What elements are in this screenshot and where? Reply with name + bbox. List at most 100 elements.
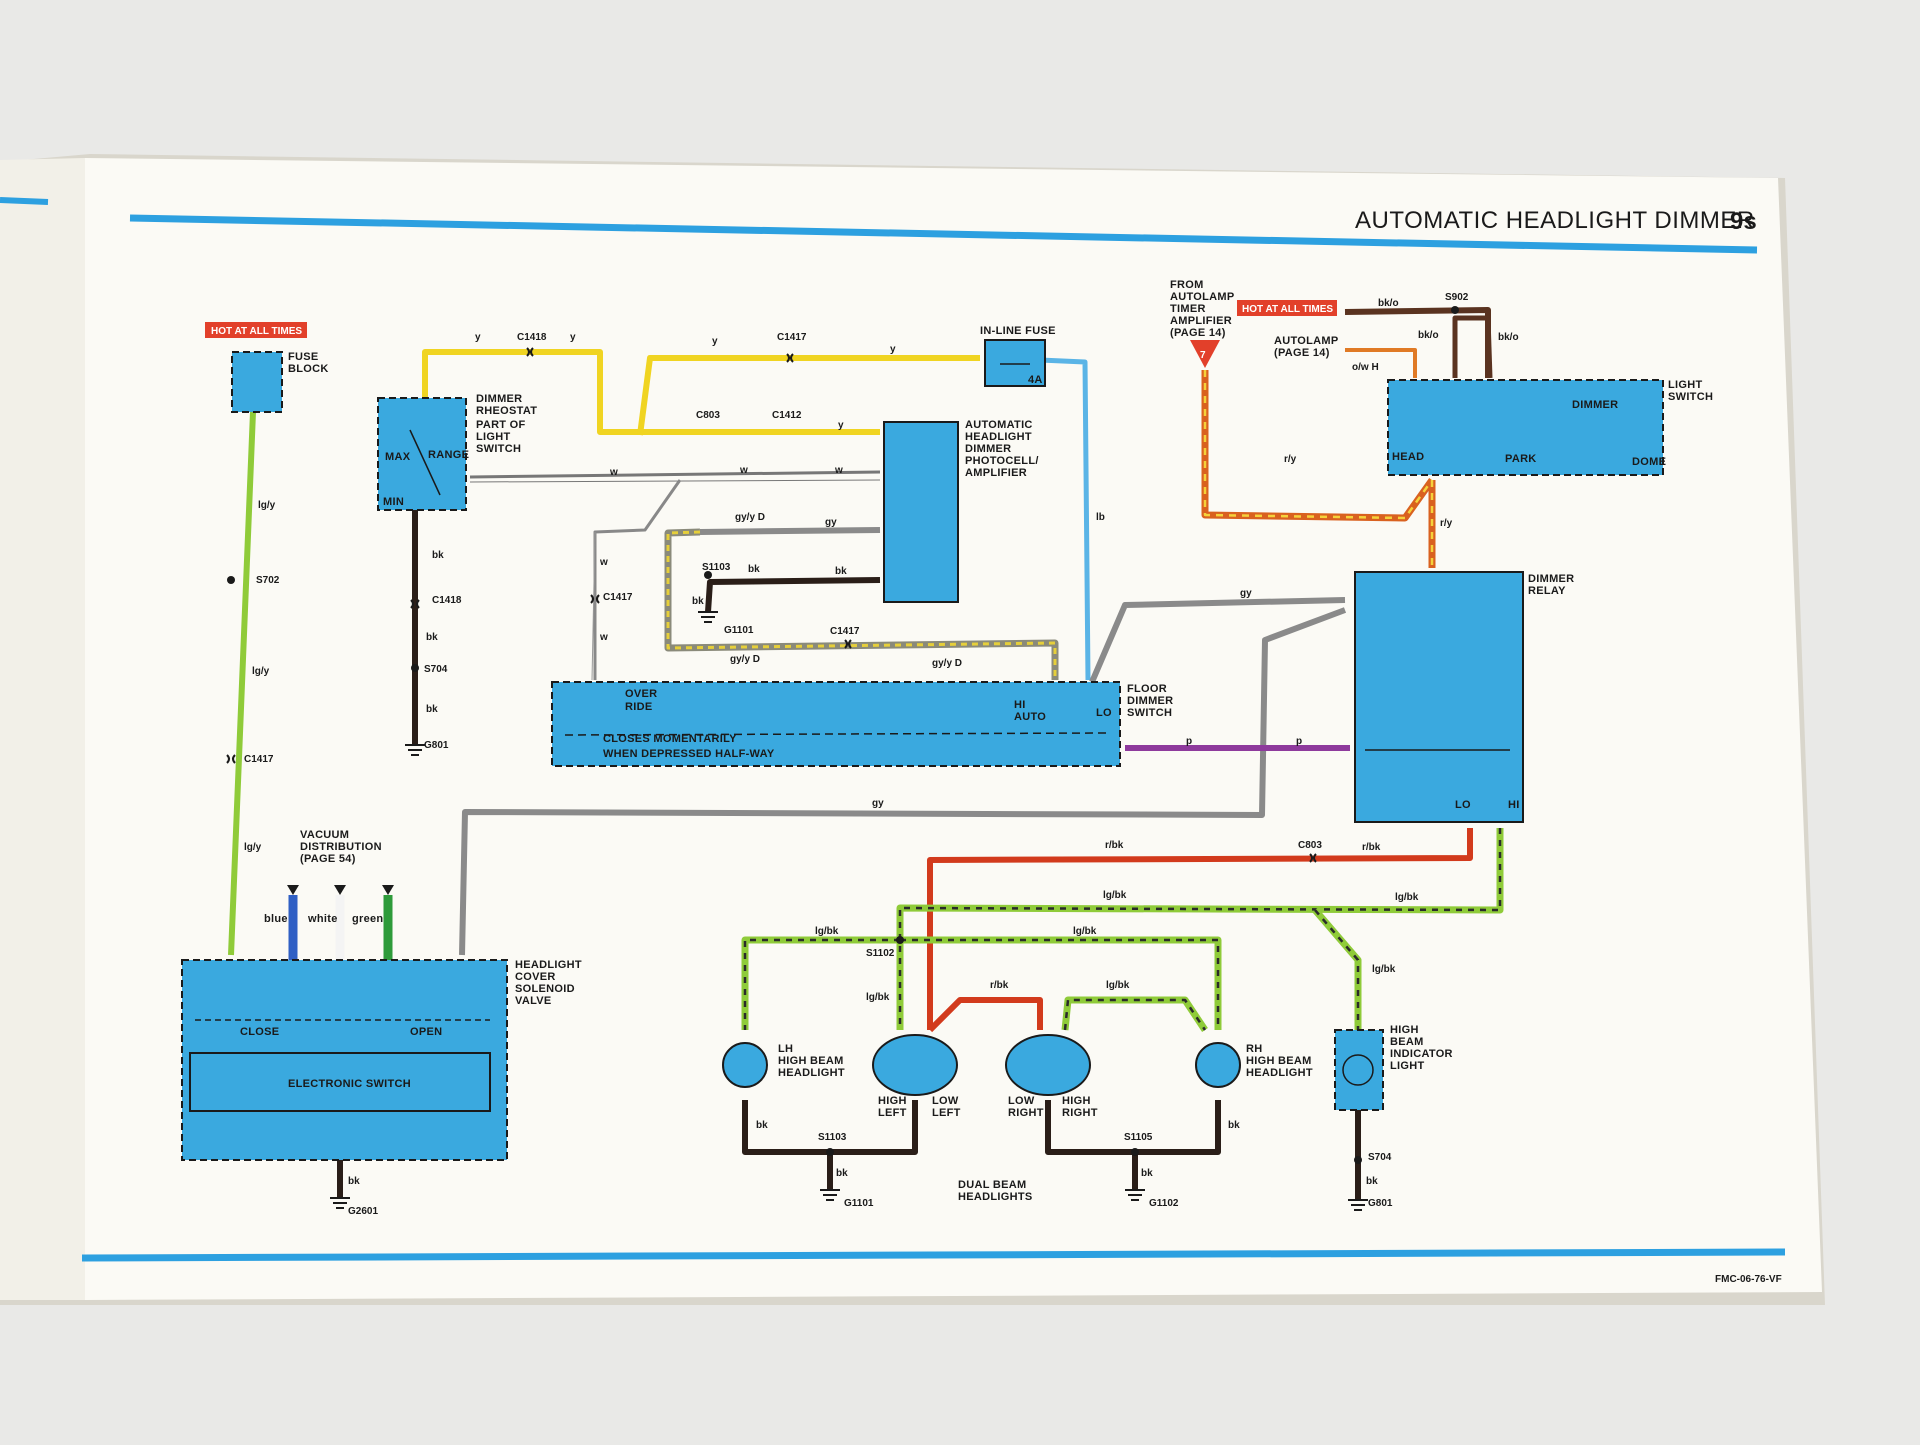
label-high-left-2: LEFT	[878, 1107, 907, 1119]
label-low-left-1: LOW	[932, 1095, 959, 1107]
label-vacuum-3: (PAGE 54)	[300, 853, 356, 865]
label-from-4: AMPLIFIER	[1170, 315, 1232, 327]
wire-r-bk	[927, 828, 1473, 1030]
id-g2601: G2601	[348, 1206, 378, 1217]
ground-g1101-amp	[698, 611, 718, 623]
wire-bk-amp	[705, 577, 881, 613]
label-valve-4: VALVE	[515, 995, 552, 1007]
code-r-bk-2: r/bk	[1362, 842, 1381, 853]
label-vacuum-2: DISTRIBUTION	[300, 841, 382, 853]
label-rheostat-3: PART OF	[476, 419, 526, 431]
code-r-bk-1: r/bk	[1105, 840, 1124, 851]
code-y-1: y	[475, 332, 481, 343]
label-low-right-1: LOW	[1008, 1095, 1035, 1107]
label-light-switch-2: SWITCH	[1668, 391, 1713, 403]
splice-s704	[411, 664, 419, 672]
label-indicator-3: INDICATOR	[1390, 1048, 1453, 1060]
label-amp-5: AMPLIFIER	[965, 467, 1027, 479]
code-r-bk-3: r/bk	[990, 980, 1009, 991]
code-bk-6: bk	[426, 704, 438, 715]
vacuum-arrow-blue	[287, 885, 299, 895]
label-fuse-block-1: FUSE	[288, 351, 319, 363]
label-valve-3: SOLENOID	[515, 983, 575, 995]
code-lg-bk-2: lg/bk	[1395, 892, 1419, 903]
code-lg-bk-4: lg/bk	[1073, 926, 1097, 937]
page-number: 9s	[1730, 208, 1757, 235]
label-hi: HI	[1014, 699, 1026, 711]
label-lh-2: HIGH BEAM	[778, 1055, 844, 1067]
code-w-2: w	[739, 465, 748, 476]
wire-lb	[1039, 357, 1091, 681]
label-amp-2: HEADLIGHT	[965, 431, 1032, 443]
wire-gy-valve	[459, 607, 1347, 956]
id-c1418-bk: C1418	[432, 595, 462, 606]
ground-g801-ind	[1348, 1199, 1368, 1211]
code-gy-y-1: gy/y D	[735, 512, 765, 523]
label-lh-1: LH	[778, 1043, 793, 1055]
code-lg-bk-3: lg/bk	[815, 926, 839, 937]
label-in-line-fuse: IN-LINE FUSE	[980, 325, 1056, 337]
label-head: HEAD	[1392, 451, 1424, 463]
wire-yellow-rheostat	[422, 349, 880, 435]
label-floor-2: DIMMER	[1127, 695, 1173, 707]
code-bk-rh: bk	[1228, 1120, 1240, 1131]
label-override-1: OVER	[625, 688, 657, 700]
label-auto: AUTO	[1014, 711, 1046, 723]
label-fuse-rating: 4A	[1028, 374, 1043, 386]
label-rheostat-5: SWITCH	[476, 443, 521, 455]
splice-s1103	[704, 571, 712, 579]
connector-c1418-bk	[410, 599, 420, 609]
code-bk-2: bk	[835, 566, 847, 577]
code-lg-bk-5: lg/bk	[1106, 980, 1130, 991]
code-lg-y-1: lg/y	[258, 500, 276, 511]
circuit-ids: C1418 C1417 C803 C1412 C1418 C1417 C1417…	[244, 292, 1469, 1217]
code-gy-3: gy	[872, 798, 884, 809]
connector-c1417-top	[786, 353, 794, 363]
hot-tag-switch-text: HOT AT ALL TIMES	[1242, 304, 1333, 315]
code-bk-o-1: bk/o	[1378, 298, 1399, 309]
dimmer-rheostat	[377, 397, 467, 511]
splice-s702	[227, 576, 235, 584]
wire-lg-bk-ind-tracer	[1314, 909, 1360, 1030]
wire-codes: y y y y y w w w w w gy/y D gy gy/y D gy/…	[244, 298, 1519, 1187]
label-rheostat-max: MAX	[385, 451, 411, 463]
photocell-amplifier	[883, 421, 959, 603]
code-lg-bk-6: lg/bk	[866, 992, 890, 1003]
ground-g1102	[1125, 1189, 1145, 1201]
wire-lg-bk-mid-tracer	[1063, 998, 1207, 1031]
connector-c1418-top	[526, 347, 534, 357]
wire-lg-bk-main-tracer	[898, 828, 1502, 1030]
id-g1101: G1101	[844, 1198, 874, 1209]
connectors	[226, 347, 1317, 863]
code-bk-1: bk	[748, 564, 760, 575]
label-light-switch-1: LIGHT	[1668, 379, 1703, 391]
id-c803-rbk: C803	[1298, 840, 1322, 851]
id-c803: C803	[696, 410, 720, 421]
id-s902: S902	[1445, 292, 1469, 303]
vacuum-arrows	[287, 885, 394, 895]
page-title: AUTOMATIC HEADLIGHT DIMMER	[1355, 207, 1755, 234]
label-park: PARK	[1505, 453, 1537, 465]
label-dual-beam-2: HEADLIGHTS	[958, 1191, 1033, 1203]
code-lb: lb	[1096, 512, 1105, 523]
splices	[227, 306, 1459, 1164]
code-gy-2: gy	[1240, 588, 1252, 599]
rh-dual-beam-lamp	[1005, 1034, 1091, 1096]
wire-r-y-tracer	[1203, 370, 1434, 520]
id-s1105: S1105	[1124, 1132, 1153, 1143]
id-s702: S702	[256, 575, 280, 586]
code-y-4: y	[890, 344, 896, 355]
wire-w-1	[469, 470, 881, 479]
code-w-5: w	[599, 632, 608, 643]
code-r-y-2: r/y	[1440, 518, 1453, 529]
code-bk-5: bk	[426, 632, 438, 643]
code-lg-bk-7: lg/bk	[1372, 964, 1396, 975]
id-s704: S704	[424, 664, 448, 675]
label-amp-4: PHOTOCELL/	[965, 455, 1039, 467]
wire-w-override-2	[591, 531, 596, 681]
splice-s704-ind	[1354, 1156, 1362, 1164]
label-rheostat-min: MIN	[383, 496, 404, 508]
label-rheostat-2: RHEOSTAT	[476, 405, 537, 417]
light-switch	[1387, 379, 1664, 476]
